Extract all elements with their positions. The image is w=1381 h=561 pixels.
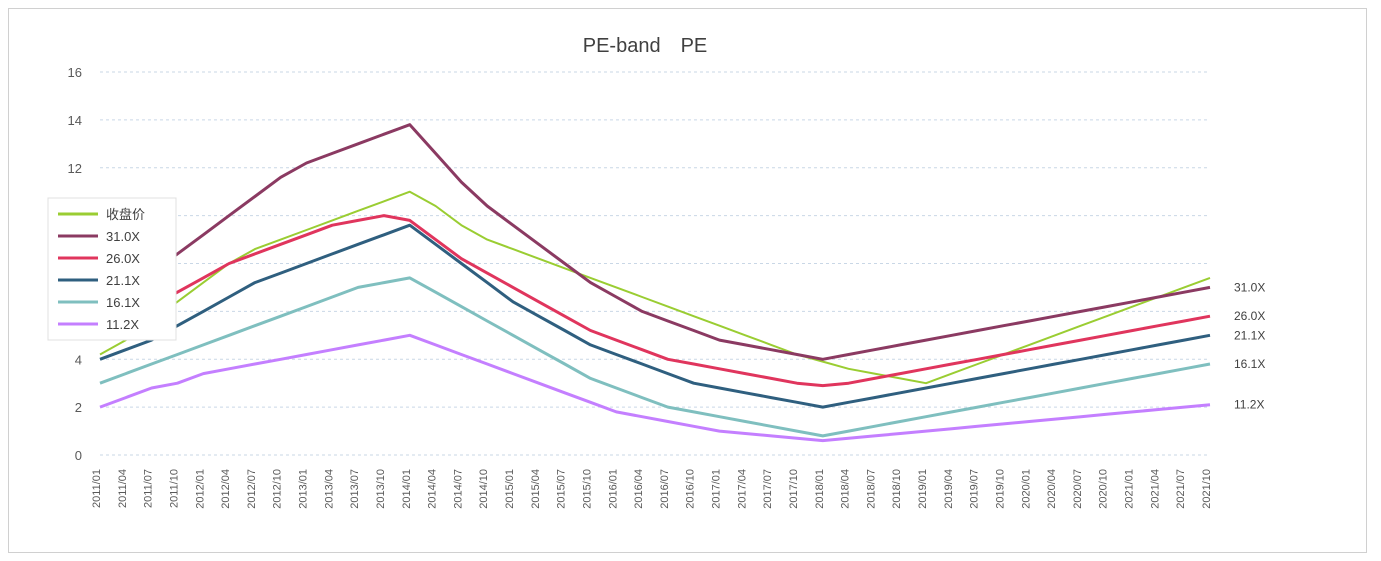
x-tick-label: 2013/07 xyxy=(349,469,361,509)
x-tick-label: 2016/01 xyxy=(607,469,619,509)
series-end-label: 31.0X xyxy=(1234,280,1265,294)
legend-label: 16.1X xyxy=(106,295,140,310)
chart-frame xyxy=(8,8,1367,553)
legend-box xyxy=(47,197,177,341)
x-tick-label: 2017/07 xyxy=(762,469,774,509)
series-end-label: 21.1X xyxy=(1234,328,1265,342)
x-tick-label: 2019/07 xyxy=(969,469,981,509)
series-line-3 xyxy=(99,223,1211,409)
x-tick-label: 2019/04 xyxy=(943,469,955,509)
legend-label: 收盘价 xyxy=(106,207,145,222)
y-tick-label: 16 xyxy=(68,65,82,80)
x-tick-label: 2015/10 xyxy=(581,469,593,509)
x-tick-label: 2016/10 xyxy=(685,469,697,509)
x-tick-label: 2020/07 xyxy=(1072,469,1084,509)
x-tick-label: 2014/01 xyxy=(401,469,413,509)
x-tick-label: 2017/01 xyxy=(711,469,723,509)
x-tick-label: 2017/04 xyxy=(736,469,748,509)
x-tick-label: 2021/07 xyxy=(1175,469,1187,509)
x-tick-label: 2021/04 xyxy=(1149,469,1161,509)
series-end-label: 16.1X xyxy=(1234,357,1265,371)
x-tick-label: 2012/01 xyxy=(194,469,206,509)
x-tick-label: 2018/10 xyxy=(891,469,903,509)
x-tick-label: 2016/07 xyxy=(659,469,671,509)
x-tick-label: 2012/10 xyxy=(272,469,284,509)
x-tick-label: 2021/01 xyxy=(1124,469,1136,509)
x-tick-label: 2015/04 xyxy=(530,469,542,509)
series-layer: 31.0X 26.0X 21.1X 16.1X 11.2X xyxy=(99,123,1265,443)
x-tick-label: 2011/10 xyxy=(168,469,180,508)
x-tick-label: 2013/01 xyxy=(298,469,310,509)
x-tick-label: 2012/04 xyxy=(220,469,232,509)
x-tick-label: 2017/10 xyxy=(788,469,800,509)
series-line-1 xyxy=(99,123,1211,361)
x-tick-label: 2014/07 xyxy=(452,469,464,509)
series-line-4 xyxy=(99,276,1211,438)
x-tick-label: 2020/01 xyxy=(1020,469,1032,509)
x-tick-label: 2014/04 xyxy=(427,469,439,509)
x-tick-label: 2012/07 xyxy=(246,469,258,509)
x-tick-label: 2011/01 xyxy=(91,469,103,508)
x-axis: 2011/01 2011/04 2011/07 2011/10 2012/01 2012/… xyxy=(91,469,1213,509)
legend: 收盘价 31.0X 26.0X 21.1X 16.1X 11.2X xyxy=(47,197,177,341)
series-line-0 xyxy=(99,190,1211,385)
x-tick-label: 2011/04 xyxy=(117,469,129,508)
y-tick-label: 4 xyxy=(75,352,82,367)
y-tick-label: 12 xyxy=(68,161,82,176)
legend-label: 11.2X xyxy=(106,317,139,332)
series-end-label: 26.0X xyxy=(1234,309,1265,323)
legend-label: 31.0X xyxy=(106,229,140,244)
x-tick-label: 2013/10 xyxy=(375,469,387,509)
x-tick-label: 2018/07 xyxy=(865,469,877,509)
y-tick-label: 2 xyxy=(75,400,82,415)
x-tick-label: 2020/10 xyxy=(1098,469,1110,509)
x-tick-label: 2019/10 xyxy=(994,469,1006,509)
x-tick-label: 2018/01 xyxy=(814,469,826,509)
x-tick-label: 2019/01 xyxy=(917,469,929,509)
grid-layer xyxy=(100,71,1210,456)
x-tick-label: 2020/04 xyxy=(1046,469,1058,509)
series-line-2 xyxy=(99,214,1211,388)
y-tick-label: 14 xyxy=(68,113,82,128)
series-line-5 xyxy=(99,333,1211,443)
x-tick-label: 2016/04 xyxy=(633,469,645,509)
x-tick-label: 2014/10 xyxy=(478,469,490,509)
legend-label: 21.1X xyxy=(106,273,140,288)
x-tick-label: 2021/10 xyxy=(1201,469,1213,509)
x-tick-label: 2011/07 xyxy=(143,469,155,508)
x-tick-label: 2013/04 xyxy=(323,469,335,509)
legend-label: 26.0X xyxy=(106,251,140,266)
x-tick-label: 2018/04 xyxy=(840,469,852,509)
x-tick-label: 2015/07 xyxy=(556,469,568,509)
chart-title: PE-band PE xyxy=(583,35,708,57)
x-tick-label: 2015/01 xyxy=(504,469,516,509)
y-tick-label: 0 xyxy=(75,448,82,463)
series-end-label: 11.2X xyxy=(1234,398,1264,412)
